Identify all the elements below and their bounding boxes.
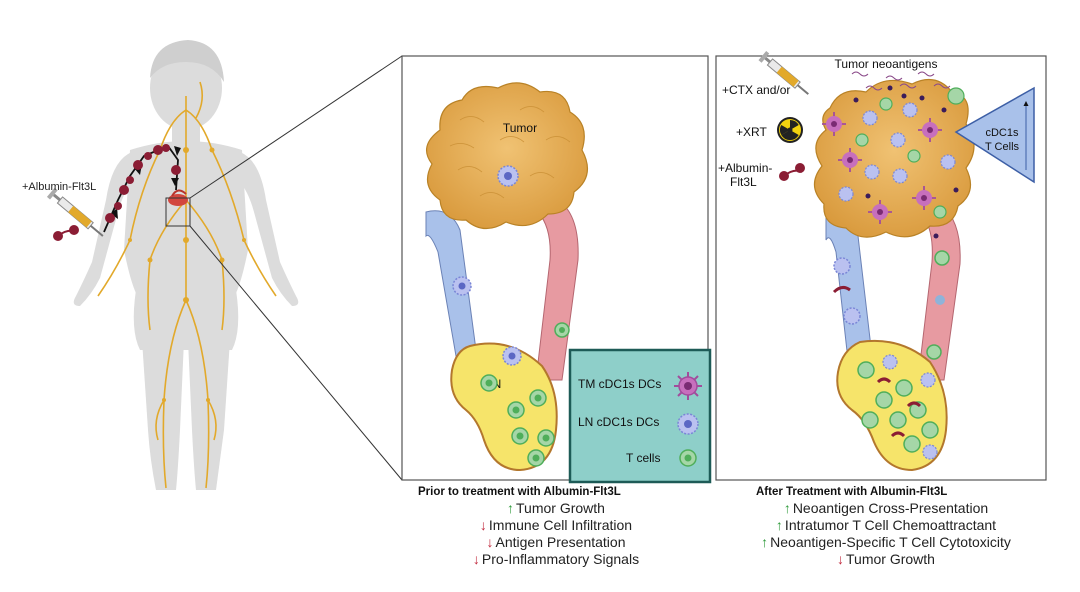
down-arrow-icon: ↓ [486,534,494,550]
ln-dc-cell [502,346,522,366]
albumin-flt3l-path [103,144,181,233]
up-arrow-icon: ↑ [783,500,791,516]
effect-text: Antigen Presentation [495,534,626,550]
effect-text: Immune Cell Infiltration [488,517,633,533]
ln-dc-icon [677,413,699,435]
zoom-line-bottom [189,225,403,481]
after-vessel-cells [832,250,950,360]
effect-text: Intratumor T Cell Chemoattractant [784,517,997,533]
down-arrow-icon: ↓ [837,551,845,567]
up-arrow-icon: ↑ [761,534,769,550]
legend-tcell-label: T cells [626,451,660,465]
legend-tm-label: TM cDC1s DCs [578,377,661,391]
albumin-flt3l-label: +Albumin-Flt3L [22,181,97,193]
effect-line: ↑Tumor Growth [473,500,639,517]
effect-line: ↓Immune Cell Infiltration [473,517,639,534]
effect-line: ↑Neoantigen-Specific T Cell Cytotoxicity [761,534,1011,551]
tumor-dc-cell [497,165,519,187]
neoantigen-squiggles [851,71,951,91]
triangle-label-cdc1s: cDC1s [985,127,1019,139]
vessel-dc-cell [452,276,472,296]
down-arrow-icon: ↓ [472,551,480,567]
increase-triangle [954,86,1035,184]
zoom-line-top [189,55,403,199]
target-node [168,189,188,206]
after-ln-albumin [876,377,922,438]
prior-effects-list: ↑Tumor Growth↓Immune Cell Infiltration↓A… [473,500,639,568]
vessel-t-cell [554,322,570,338]
albumin-flt3l-icon [779,163,805,181]
up-arrow-icon: ↑ [775,517,783,533]
effect-text: Neoantigen Cross-Presentation [792,500,989,516]
albumin-label-line1: +Albumin- [718,161,772,175]
after-ln-t-cells [857,361,939,453]
xrt-label: +XRT [736,125,767,139]
tm-dc-icon [674,372,702,400]
effect-text: Neoantigen-Specific T Cell Cytotoxicity [770,534,1011,550]
radiation-icon [777,117,803,143]
effect-text: Tumor Growth [846,551,935,567]
zoom-box [165,197,191,227]
neoantigen-label: Tumor neoantigens [835,57,938,71]
albumin-label-line2: Flt3L [730,175,757,189]
ctx-label: +CTX and/or [722,83,790,97]
legend-ln-label: LN cDC1s DCs [578,415,659,429]
tumor-mass [425,82,589,230]
after-effects-list: ↑Neoantigen Cross-Presentation↑Intratumo… [761,500,1011,568]
effect-line: ↓Tumor Growth [761,551,1011,568]
after-tumor-t-cells [855,87,965,219]
lymph-node [450,342,558,472]
after-tumor-ln-dcs [838,102,956,202]
after-tumor-antigen-dots [853,85,959,239]
effect-text: Pro-Inflammatory Signals [481,551,640,567]
triangle-label-tcells: T Cells [985,141,1020,153]
after-ln-dcs [882,354,938,460]
effect-line: ↑Intratumor T Cell Chemoattractant [761,517,1011,534]
down-arrow-icon: ↓ [479,517,487,533]
prior-caption: Prior to treatment with Albumin-Flt3L [418,486,621,498]
chemo-syringe-icon [758,50,809,95]
t-cell-icon [679,449,697,467]
after-caption: After Treatment with Albumin-Flt3L [756,486,948,498]
tumor-label: Tumor [503,121,537,135]
effect-line: ↑Neoantigen Cross-Presentation [761,500,1011,517]
up-arrow-icon: ↑ [507,500,515,516]
effect-line: ↓Antigen Presentation [473,534,639,551]
tumor-texture [449,106,571,199]
after-tumor-dc-cells [822,112,942,224]
ln-t-cell-nuclei [485,379,550,462]
albumin-molecule-icon [53,225,79,241]
effect-line: ↓Pro-Inflammatory Signals [473,551,639,568]
syringe-icon [46,187,104,237]
effect-text: Tumor Growth [516,500,605,516]
